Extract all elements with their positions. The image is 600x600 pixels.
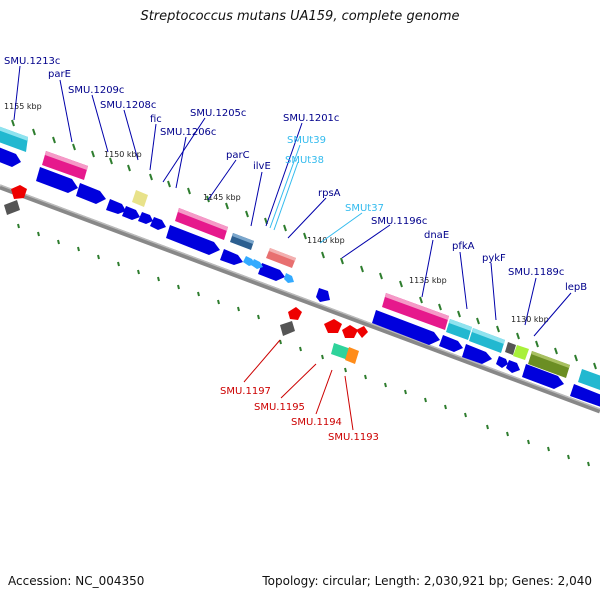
- forward-gene-labels: SMU.1213c parE SMU.1209c SMU.1208c fic S…: [4, 56, 587, 293]
- scale-label: 1155 kbp: [4, 102, 42, 111]
- gene-label: SMU.1213c: [4, 56, 60, 67]
- gene-label: rpsA: [318, 188, 341, 199]
- reverse-cds-arrows: [4, 185, 368, 364]
- rna-arrows: [243, 256, 294, 283]
- gene-label: pykF: [482, 253, 506, 264]
- gene-label: fic: [150, 114, 162, 125]
- scale-ticks: [11, 119, 597, 467]
- topology-label: Topology: circular; Length: 2,030,921 bp…: [262, 574, 592, 588]
- gene-label: SMU.1208c: [100, 100, 156, 111]
- label-leaders: [13, 65, 572, 431]
- gene-label: SMU.1201c: [283, 113, 339, 124]
- scale-label: 1150 kbp: [104, 150, 142, 159]
- gene-label: SMU.1196c: [371, 216, 427, 227]
- gene-label: SMUt38: [285, 155, 324, 166]
- map-title: Streptococcus mutans UA159, complete gen…: [140, 9, 460, 24]
- genome-backbone: [0, 184, 600, 414]
- scale-label: 1135 kbp: [409, 276, 447, 285]
- gene-label: parE: [48, 69, 71, 80]
- feature-blocks: [0, 126, 600, 390]
- gene-label: SMU.1205c: [190, 108, 246, 119]
- gene-label: SMU.1193: [328, 432, 379, 443]
- gene-label: SMUt37: [345, 203, 384, 214]
- gene-label: SMU.1197: [220, 386, 271, 397]
- rna-gene-labels: SMUt39 SMUt38 SMUt37: [285, 135, 384, 214]
- accession-label: Accession: NC_004350: [8, 574, 145, 588]
- gene-label: SMU.1209c: [68, 85, 124, 96]
- gene-label: ilvE: [253, 161, 271, 172]
- forward-cds-arrows: [0, 147, 600, 407]
- gene-label: SMU.1206c: [160, 127, 216, 138]
- gene-label: SMUt39: [287, 135, 326, 146]
- scale-label: 1130 kbp: [511, 315, 549, 324]
- gene-label: pfkA: [452, 241, 475, 252]
- gene-label: lepB: [565, 282, 587, 293]
- scale-label: 1145 kbp: [203, 193, 241, 202]
- gene-label: SMU.1189c: [508, 267, 564, 278]
- reverse-gene-labels: SMU.1197 SMU.1195 SMU.1194 SMU.1193: [220, 386, 379, 443]
- gene-label: dnaE: [424, 230, 449, 241]
- gene-label: SMU.1194: [291, 417, 342, 428]
- gene-label: parC: [226, 150, 250, 161]
- scale-label: 1140 kbp: [307, 236, 345, 245]
- scale-labels: 1155 kbp 1150 kbp 1145 kbp 1140 kbp 1135…: [4, 102, 549, 324]
- gene-label: SMU.1195: [254, 402, 305, 413]
